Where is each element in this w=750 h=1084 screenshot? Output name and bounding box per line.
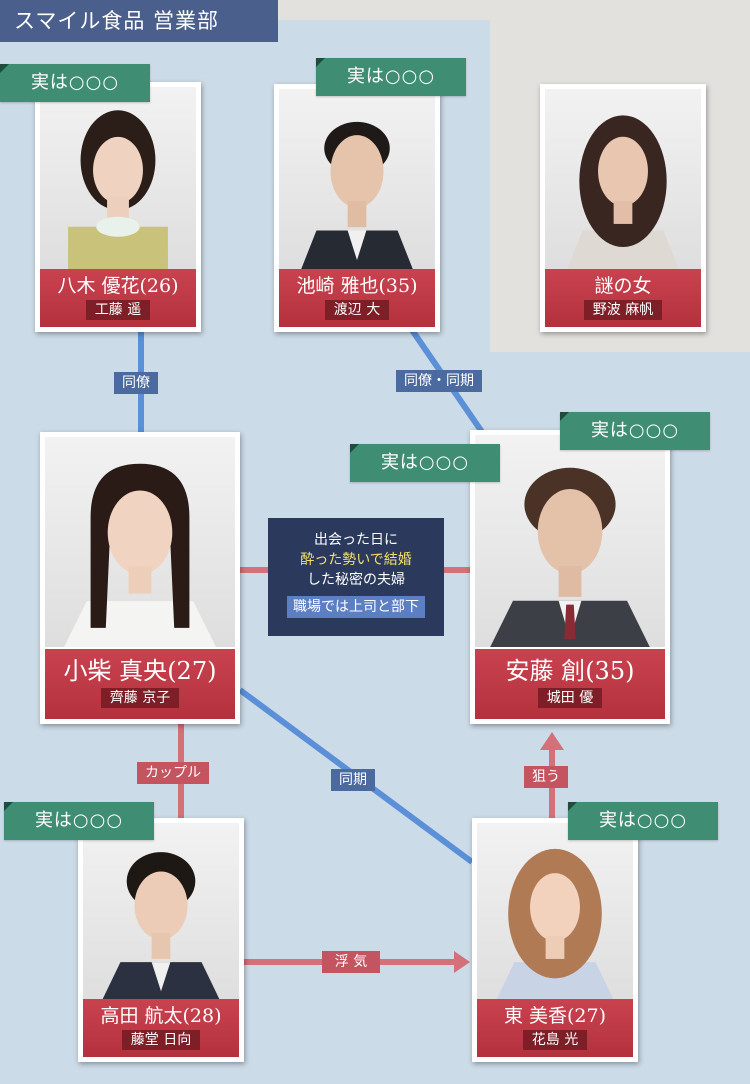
actor-name: 花島 光 — [522, 1030, 588, 1050]
portrait-nazo — [545, 89, 701, 270]
character-age: (28) — [182, 1005, 222, 1027]
arrow-right-icon — [454, 951, 470, 973]
secret-tag: 実は○○○ — [0, 64, 150, 102]
secret-tag-label: 実は○○○ — [598, 810, 688, 831]
character-age: (35) — [378, 275, 418, 297]
secret-tag-label: 実は○○○ — [590, 420, 680, 441]
character-name: 安藤 創 — [505, 657, 586, 685]
secret-tag-label: 実は○○○ — [346, 66, 436, 87]
character-name: 小柴 真央 — [63, 657, 168, 685]
secret-tag: 実は○○○ — [4, 802, 154, 840]
portrait-koshiba — [45, 437, 235, 647]
name-plate-nazo: 謎の女 野波 麻帆 — [545, 269, 701, 327]
character-age: (27) — [167, 657, 217, 685]
center-line-4: 職場では上司と部下 — [287, 596, 425, 618]
secret-tag-label: 実は○○○ — [30, 72, 120, 93]
character-age: (26) — [139, 275, 179, 297]
portrait-ikezaki — [279, 89, 435, 270]
character-card-ando: 安藤 創(35) 城田 優 — [470, 430, 670, 724]
name-plate-ikezaki: 池崎 雅也(35) 渡辺 大 — [279, 269, 435, 327]
arrow-up-icon — [540, 732, 564, 750]
actor-name: 藤堂 日向 — [121, 1030, 201, 1050]
secret-tag-label: 実は○○○ — [34, 810, 124, 831]
character-card-nazo: 謎の女 野波 麻帆 — [540, 84, 706, 332]
label-doryo: 同僚 — [114, 372, 158, 394]
name-plate-koshiba: 小柴 真央(27) 齊藤 京子 — [45, 649, 235, 719]
actor-name: 渡辺 大 — [324, 300, 390, 320]
character-name: 東 美香 — [503, 1005, 568, 1027]
center-line-3: した秘密の夫婦 — [307, 572, 405, 588]
secret-tag: 実は○○○ — [316, 58, 466, 96]
character-name: 高田 航太 — [100, 1005, 183, 1027]
name-plate-higashi: 東 美香(27) 花島 光 — [477, 999, 633, 1057]
actor-name: 城田 優 — [537, 688, 603, 708]
tag-corner — [0, 64, 9, 73]
secret-tag: 実は○○○ — [568, 802, 718, 840]
character-card-ikezaki: 池崎 雅也(35) 渡辺 大 — [274, 84, 440, 332]
tag-corner — [4, 802, 13, 811]
character-name: 八木 優花 — [57, 275, 140, 297]
character-card-higashi: 東 美香(27) 花島 光 — [472, 818, 638, 1062]
portrait-takada — [83, 823, 239, 1001]
portrait-higashi — [477, 823, 633, 1001]
center-line-2: 酔った勢いで結婚 — [300, 552, 412, 568]
tag-corner — [316, 58, 325, 67]
name-plate-yagi: 八木 優花(26) 工藤 遥 — [40, 269, 196, 327]
portrait-ando — [475, 435, 665, 647]
tag-corner — [568, 802, 577, 811]
label-couple: カップル — [137, 762, 209, 784]
center-line-1: 出会った日に — [314, 532, 398, 548]
tag-corner — [350, 444, 359, 453]
label-doki: 同期 — [331, 769, 375, 791]
character-age: (27) — [567, 1005, 607, 1027]
name-plate-takada: 高田 航太(28) 藤堂 日向 — [83, 999, 239, 1057]
actor-name: 齊藤 京子 — [100, 688, 180, 708]
label-doryo-doki: 同僚・同期 — [396, 370, 482, 392]
character-card-yagi: 八木 優花(26) 工藤 遥 — [35, 82, 201, 332]
actor-name: 野波 麻帆 — [583, 300, 663, 320]
tag-corner — [560, 412, 569, 421]
character-age: (35) — [585, 657, 635, 685]
label-nerau: 狙う — [524, 766, 568, 788]
name-plate-ando: 安藤 創(35) 城田 優 — [475, 649, 665, 719]
secret-tag-label: 実は○○○ — [380, 452, 470, 473]
character-name: 池崎 雅也 — [296, 275, 379, 297]
portrait-yagi — [40, 87, 196, 270]
label-uwaki: 浮 気 — [322, 951, 380, 973]
secret-couple-box: 出会った日に 酔った勢いで結婚 した秘密の夫婦 職場では上司と部下 — [268, 518, 444, 636]
secret-tag: 実は○○○ — [350, 444, 500, 482]
character-name: 謎の女 — [594, 275, 652, 297]
character-card-takada: 高田 航太(28) 藤堂 日向 — [78, 818, 244, 1062]
character-card-koshiba: 小柴 真央(27) 齊藤 京子 — [40, 432, 240, 724]
actor-name: 工藤 遥 — [85, 300, 151, 320]
secret-tag: 実は○○○ — [560, 412, 710, 450]
department-title: スマイル食品 営業部 — [0, 0, 278, 42]
